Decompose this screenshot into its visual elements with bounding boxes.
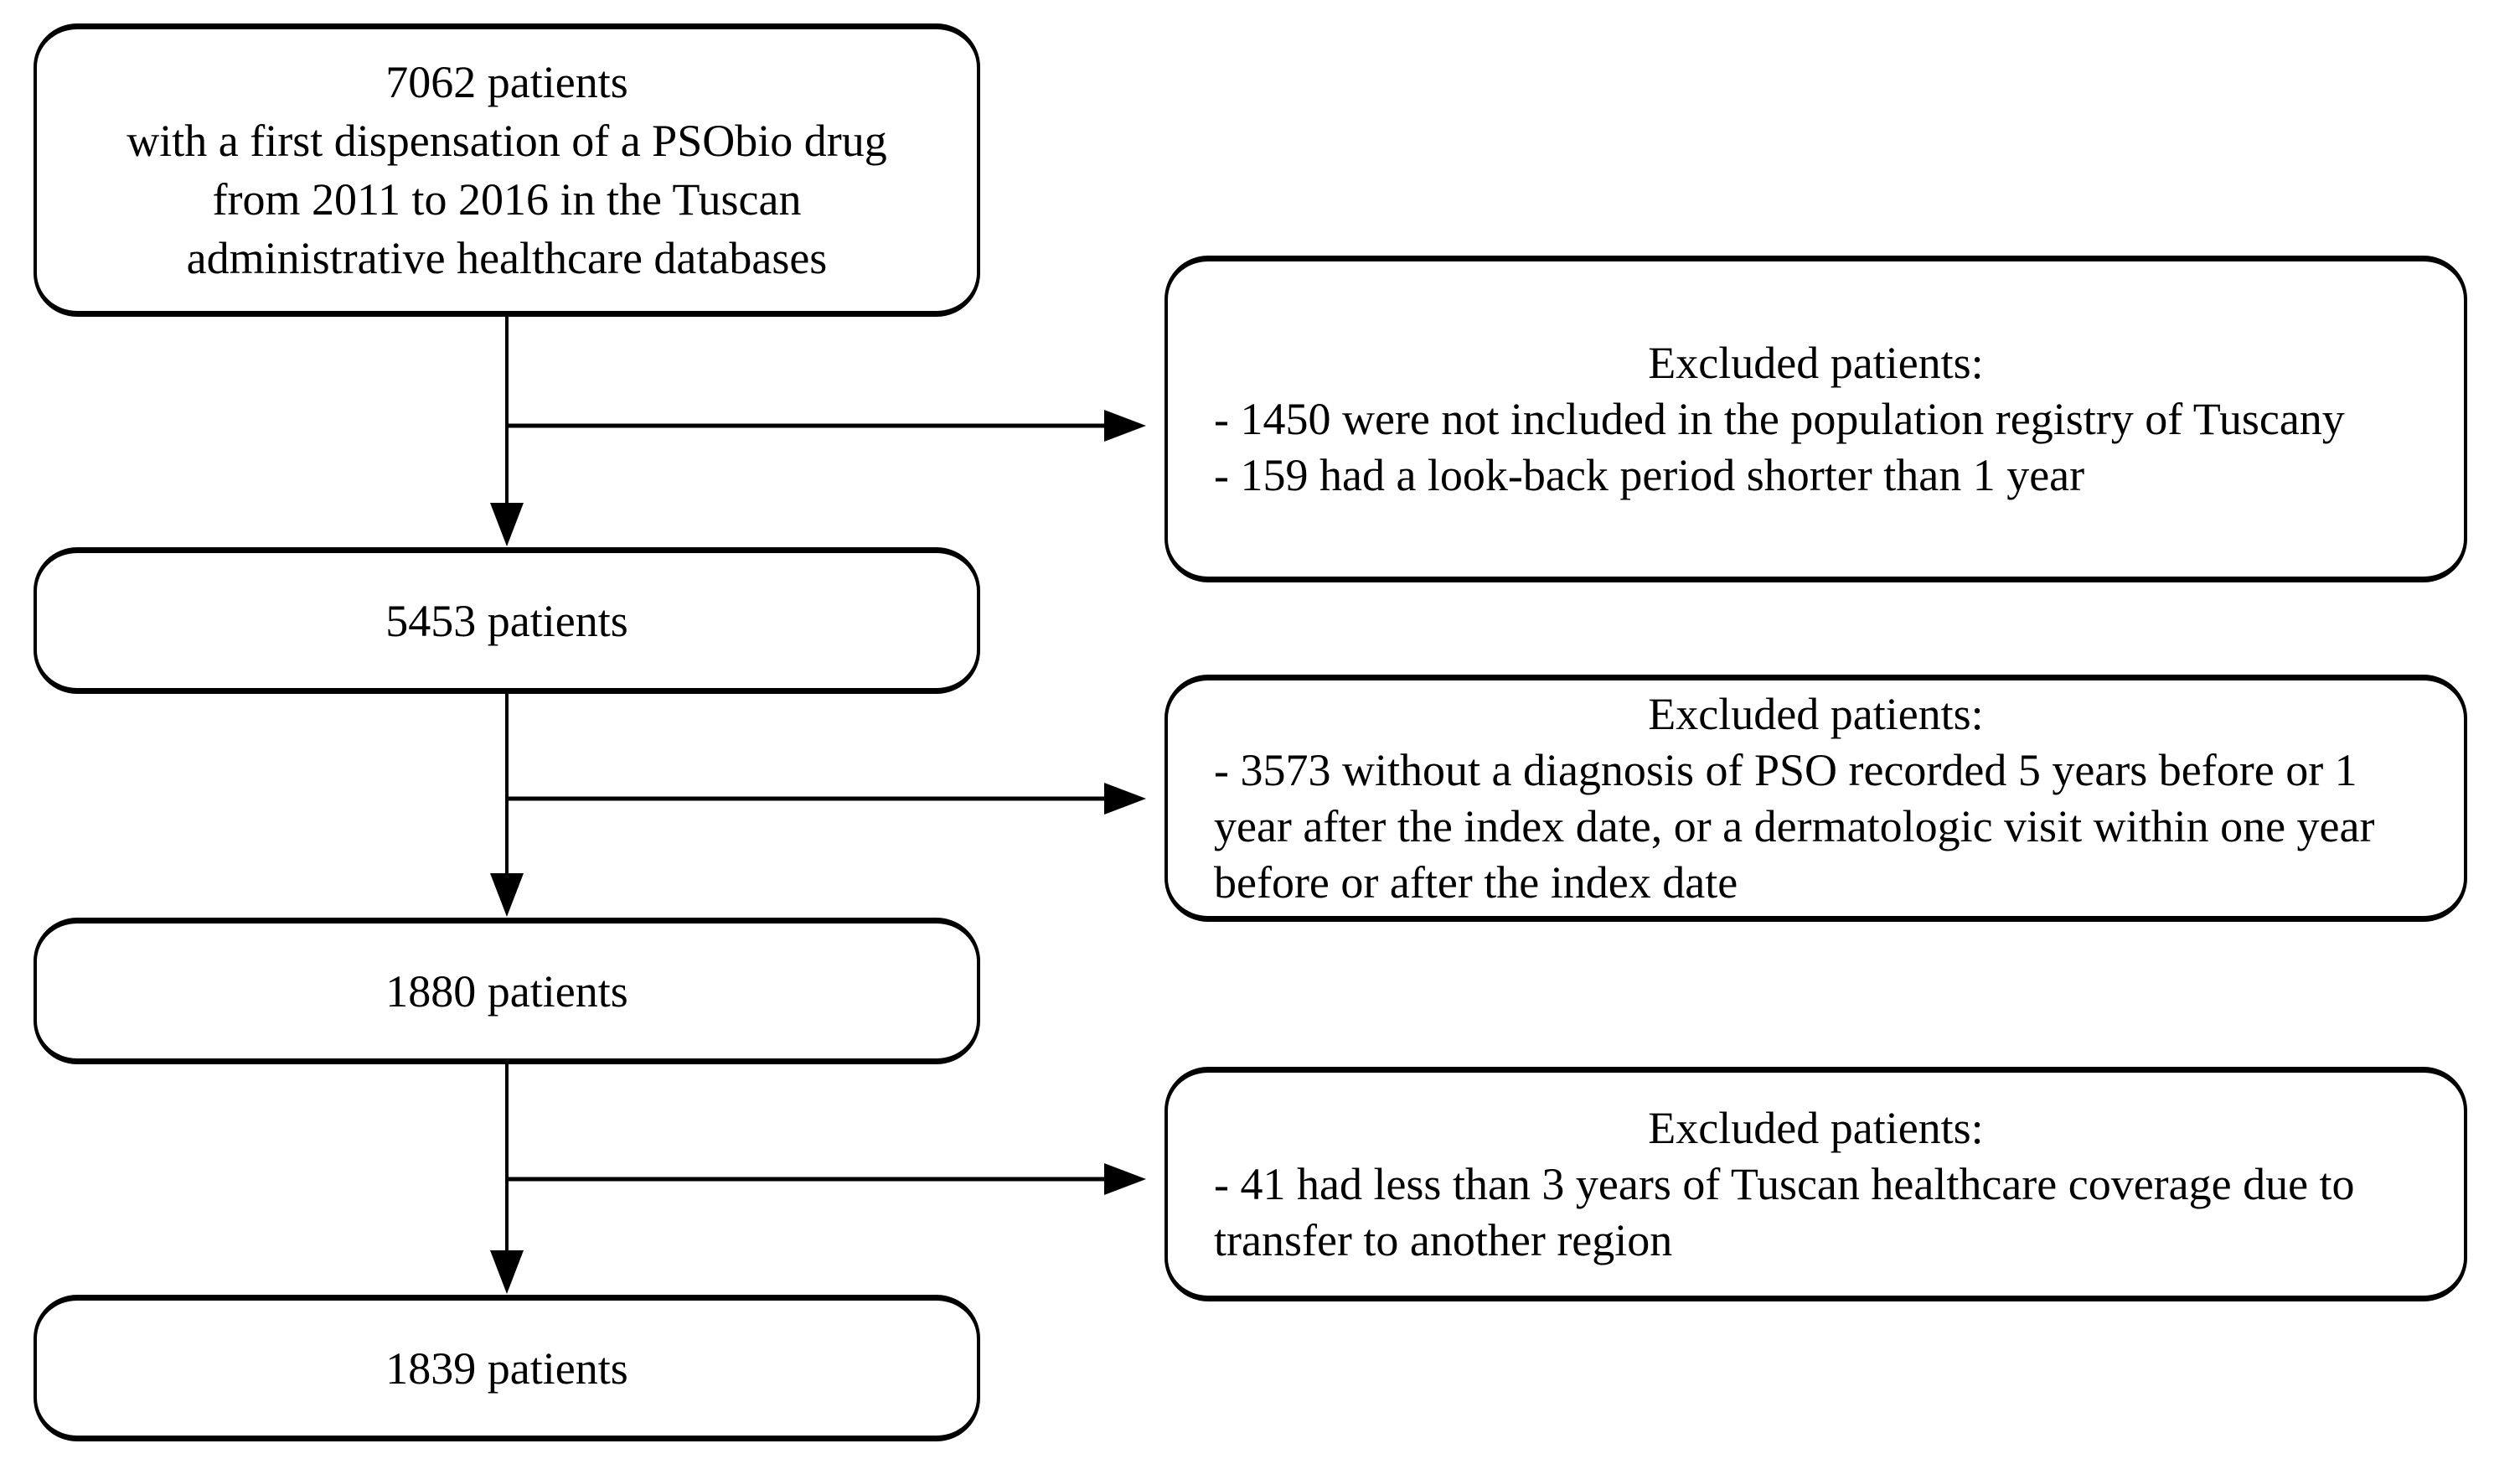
exclusion-box-text-line: - 159 had a look-back period shorter tha… [1214, 449, 2085, 500]
flow-box-text-line: 1839 patients [385, 1343, 628, 1394]
exclusion-box-text-line: - 41 had less than 3 years of Tuscan hea… [1214, 1158, 2355, 1209]
exclusion-box-title: Excluded patients: [1648, 337, 1984, 388]
exclusion-box-text-line: - 3573 without a diagnosis of PSO record… [1214, 744, 2357, 795]
arrowhead-right-2-icon [1104, 783, 1146, 815]
arrowhead-down-2-icon [490, 873, 524, 917]
exclusion-box-text-line: transfer to another region [1214, 1214, 1673, 1265]
exclusion-box-text-line: before or after the index date [1214, 856, 1738, 908]
arrowhead-down-3-icon [490, 1250, 524, 1294]
flow-box-1880-patients: 1880 patients [34, 918, 980, 1064]
flow-box-1839-patients: 1839 patients [34, 1295, 980, 1441]
flow-box-5453-patients: 5453 patients [34, 547, 980, 694]
flow-box-text-line: with a first dispensation of a PSObio dr… [127, 116, 887, 166]
flow-box-text-line: administrative healthcare databases [186, 233, 828, 283]
arrowhead-down-1-icon [490, 503, 524, 546]
exclusion-box-text-line: - 1450 were not included in the populati… [1214, 393, 2345, 444]
exclusion-box-3: Excluded patients: - 41 had less than 3 … [1164, 1067, 2467, 1301]
exclusion-box-2: Excluded patients: - 3573 without a diag… [1164, 675, 2467, 922]
flow-box-initial-cohort: 7062 patients with a first dispensation … [34, 23, 980, 317]
flow-box-text-line: 1880 patients [385, 965, 628, 1017]
exclusion-box-title: Excluded patients: [1648, 1102, 1984, 1153]
flow-box-text-line: from 2011 to 2016 in the Tuscan [212, 174, 802, 225]
flow-box-text-line: 7062 patients [385, 57, 628, 107]
flow-box-text-line: 5453 patients [385, 595, 628, 646]
exclusion-box-title: Excluded patients: [1648, 688, 1984, 739]
exclusion-box-1: Excluded patients: - 1450 were not inclu… [1164, 256, 2467, 582]
exclusion-box-text-line: year after the index date, or a dermatol… [1214, 800, 2375, 851]
arrowhead-right-1-icon [1104, 410, 1146, 442]
arrowhead-right-3-icon [1104, 1163, 1146, 1195]
